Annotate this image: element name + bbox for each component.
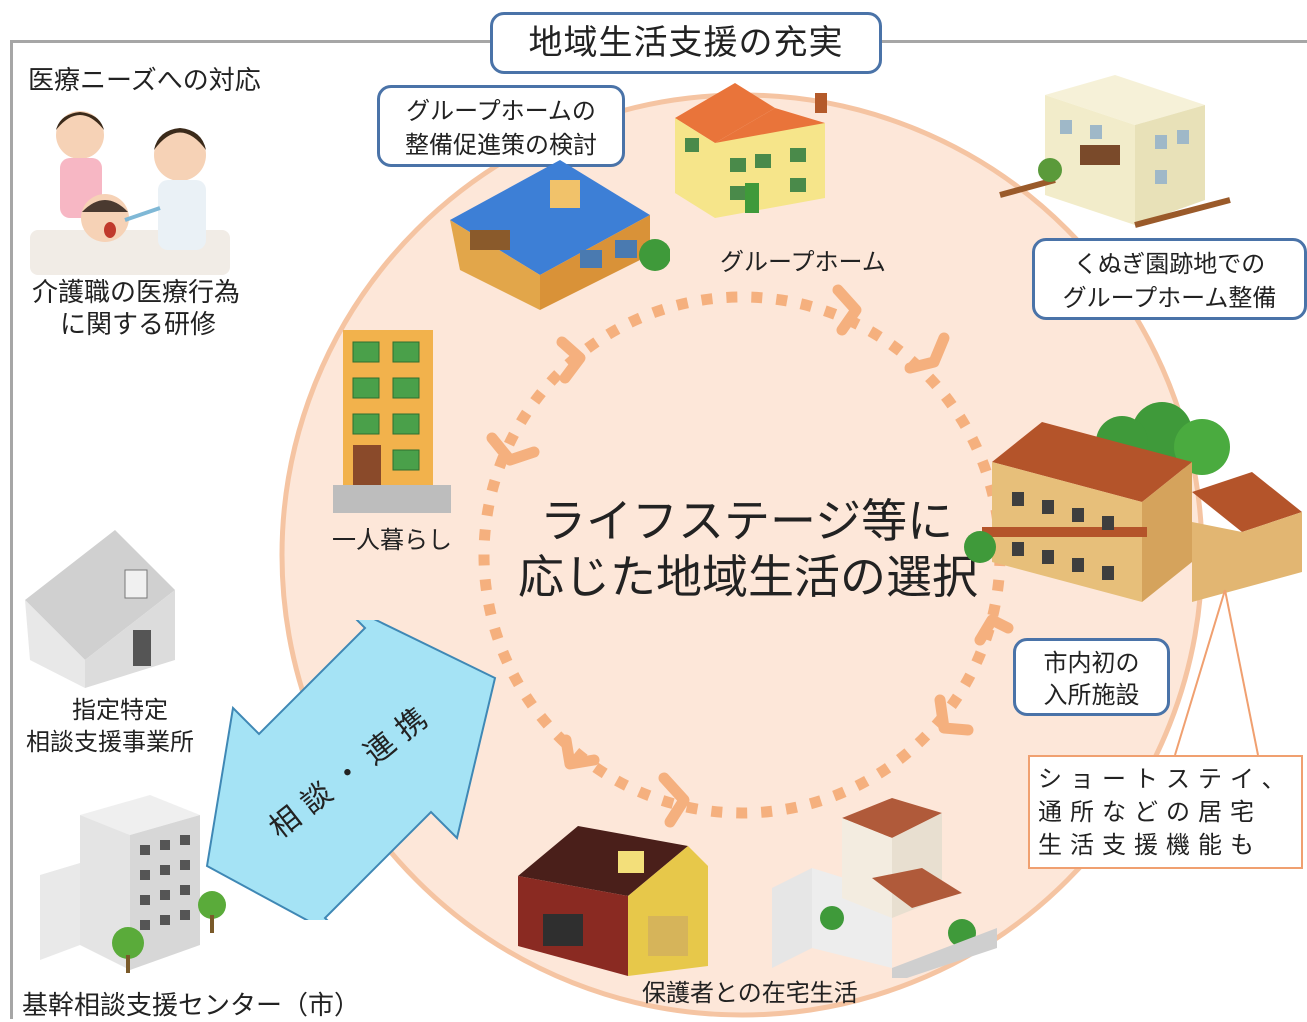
core-center-label: 基幹相談支援センター（市） xyxy=(22,991,361,1021)
arrowhead-1 xyxy=(556,336,586,384)
designated-office-line-1: 指定特定 xyxy=(72,696,168,724)
kunugi-building-icon xyxy=(999,75,1231,228)
kunugi-line-2: グループホーム整備 xyxy=(1062,284,1277,312)
short-stay-line-1: ショートステイ、 xyxy=(1038,765,1294,793)
arrowhead-7 xyxy=(560,734,600,770)
kunugi-box: くぬぎ園跡地での グループホーム整備 xyxy=(1032,238,1307,320)
arrowhead-3 xyxy=(832,284,862,336)
living-alone-label: 一人暮らし xyxy=(332,526,452,554)
group-home-label: グループホーム xyxy=(720,248,886,276)
consult-link-arrow xyxy=(205,620,497,920)
family-house-icon xyxy=(518,826,708,976)
group-home-review-line-2: 整備促進策の検討 xyxy=(405,131,597,159)
kunugi-line-1: くぬぎ園跡地での xyxy=(1073,250,1266,278)
frame-left xyxy=(10,40,13,1019)
frame-top-right xyxy=(880,40,1307,43)
medical-heading: 医療ニーズへの対応 xyxy=(28,66,261,96)
short-stay-line-3: 生活支援機能も xyxy=(1038,831,1262,859)
title-box: 地域生活支援の充実 xyxy=(490,12,882,74)
arrowhead-2 xyxy=(486,432,540,466)
center-text-line-1: ライフステージ等に xyxy=(540,494,954,548)
blue-roof-house-icon xyxy=(450,160,670,310)
consultation-office-icon xyxy=(25,530,175,688)
medical-caption-line-1: 介護職の医療行為 xyxy=(32,278,241,308)
medical-caption-line-2: に関する研修 xyxy=(60,310,217,340)
core-center-building-icon xyxy=(40,795,226,973)
apartment-building-icon xyxy=(333,330,451,513)
short-stay-line-2: 通所などの居宅 xyxy=(1038,798,1262,826)
facility-box: 市内初の 入所施設 xyxy=(1013,638,1170,716)
center-text-line-2: 応じた地域生活の選択 xyxy=(518,550,978,604)
home-with-guardian-label: 保護者との在宅生活 xyxy=(642,979,858,1007)
short-stay-box: ショートステイ、 通所などの居宅 生活支援機能も xyxy=(1028,755,1303,869)
facility-line-1: 市内初の xyxy=(1043,649,1140,677)
arrowhead-4 xyxy=(904,332,950,374)
group-home-review-box: グループホームの 整備促進策の検討 xyxy=(377,85,625,167)
frame-top-left xyxy=(10,40,492,43)
facility-line-2: 入所施設 xyxy=(1043,681,1140,709)
arrowhead-6 xyxy=(934,694,974,736)
page-title: 地域生活支援の充実 xyxy=(528,23,844,63)
cycle-arrowheads xyxy=(486,284,1014,828)
designated-office-line-2: 相談支援事業所 xyxy=(26,728,194,756)
arrowhead-5 xyxy=(974,614,1014,646)
group-home-building-icon xyxy=(675,83,827,218)
arrowhead-8 xyxy=(658,772,690,828)
facility-building-icon xyxy=(964,402,1302,602)
nurses-illustration xyxy=(30,111,230,275)
suburban-house-icon xyxy=(772,798,997,978)
group-home-review-line-1: グループホームの xyxy=(406,97,596,125)
